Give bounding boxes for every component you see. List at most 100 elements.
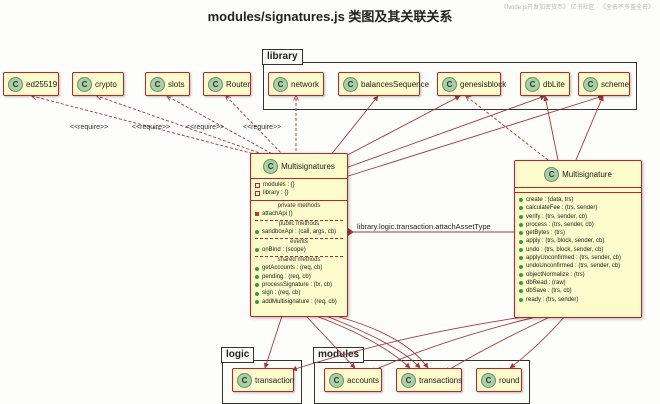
public-marker-icon [519, 198, 523, 203]
package-logic-tab: logic [221, 347, 255, 363]
class-transactions: C transactions [396, 368, 462, 392]
class-icon: C [525, 76, 540, 92]
section-divider: events [255, 238, 343, 246]
field-marker-icon [255, 190, 260, 196]
method-row: process : (trs, sender, cb) [519, 221, 637, 229]
public-marker-icon [519, 231, 523, 236]
class-round: C round [476, 368, 522, 392]
method-row: ready : (trs, sender) [519, 296, 637, 304]
class-router: C Router [203, 72, 251, 96]
diagram-title: modules/signatures.js 类图及其关联关系 [207, 9, 453, 24]
class-genesisblock: C genesisblock [437, 72, 506, 96]
class-icon: C [583, 76, 598, 92]
public-marker-icon [519, 297, 523, 302]
section-divider: public methods [255, 219, 343, 228]
edge-to-accounts [305, 315, 356, 369]
class-name: dbLite [543, 79, 565, 89]
class-multisignature: C Multisignature create : (data, trs) ca… [514, 160, 642, 318]
association-label: library.logic.transaction.attachAssetTyp… [357, 222, 491, 231]
class-multisignatures: C Multisignatures modules : {} library :… [250, 153, 348, 317]
method-row: undoUnconfirmed : (trs, sender, cb) [519, 262, 637, 270]
public-marker-icon [519, 264, 523, 269]
method-row: dbRead : (raw) [519, 279, 637, 287]
public-marker-icon [255, 248, 259, 253]
class-transaction: C transaction [232, 368, 294, 392]
field-row: library : {} [255, 189, 343, 197]
method-row: addMultisignature : (req, cb) [255, 298, 343, 306]
methods-section: create : (data, trs) calculateFee : (trs… [515, 193, 641, 306]
class-icon: C [401, 372, 416, 388]
edge-balancesSequence [329, 95, 379, 157]
class-name: Multisignatures [281, 161, 335, 171]
public-marker-icon [255, 291, 259, 296]
public-marker-icon [255, 266, 259, 271]
class-name: transaction [255, 375, 295, 385]
method-row: processSignature : (tx, cb) [255, 281, 343, 289]
class-icon: C [263, 158, 279, 174]
class-name: scheme [601, 79, 630, 89]
edge-genesisblock [337, 95, 461, 161]
edge-ms-to-accounts [369, 315, 541, 373]
class-crypto: C crypto [72, 72, 124, 96]
watermark: 《Node.js开发加密货币》 亿书社区 · 《全名不多盖全名》 [500, 5, 654, 11]
method-row: apply : (trs, block, sender, cb) [519, 237, 637, 245]
edge-require-slots [167, 96, 277, 157]
edge-dbLite-b [543, 95, 559, 161]
edge-to-transactions-c [335, 315, 429, 369]
class-icon: C [442, 76, 457, 92]
method-row: create : (data, trs) [519, 196, 637, 204]
package-modules-tab: modules [313, 347, 365, 363]
class-icon: C [273, 76, 288, 92]
public-marker-icon [255, 230, 259, 235]
section-divider: private methods [277, 202, 321, 209]
class-name: ed25519 [26, 79, 58, 89]
class-name: accounts [347, 375, 380, 385]
method-row: onBind : (scope) [255, 246, 343, 254]
require-label: <<require>> [70, 124, 109, 131]
class-name: round [499, 375, 520, 385]
method-row: undo : (trs, block, sender, cb) [519, 246, 637, 254]
class-dbLite: C dbLite [520, 72, 570, 96]
fields-section: modules : {} library : {} [251, 179, 347, 201]
method-row: objectNormalize : (trs) [519, 271, 637, 279]
method-row: getBytes : (trs) [519, 229, 637, 237]
field-row: modules : {} [255, 181, 343, 189]
public-marker-icon [519, 214, 523, 219]
section-divider: shared methods [255, 256, 343, 264]
class-icon: C [343, 76, 358, 92]
class-name: crypto [95, 79, 117, 89]
class-icon: C [208, 76, 223, 92]
public-marker-icon [255, 299, 259, 304]
class-name: Router [226, 79, 251, 89]
class-icon: C [329, 372, 344, 388]
class-name: transactions [419, 375, 463, 385]
method-row: pending : (req, cb) [255, 273, 343, 281]
class-balancesSequence: C balancesSequence [338, 72, 429, 96]
class-name: slots [168, 79, 185, 89]
edge-scheme-a [341, 94, 604, 179]
method-row: dbSave : (trs, cb) [519, 287, 637, 295]
public-marker-icon [255, 283, 259, 288]
method-row: applyUnconfirmed : (trs, sender, cb) [519, 254, 637, 262]
edge-require-crypto [97, 96, 269, 157]
empty-fields-section [515, 188, 641, 193]
public-marker-icon [519, 272, 523, 277]
class-network: C network [268, 72, 324, 96]
require-label: <<require>> [132, 124, 171, 131]
edge-ms-to-round [509, 315, 566, 369]
class-icon: C [544, 166, 560, 182]
class-icon: C [77, 76, 92, 92]
edge-require-router [226, 96, 285, 157]
class-name: balancesSequence [361, 79, 430, 89]
require-label: <<require>> [243, 124, 282, 131]
public-marker-icon [519, 206, 523, 211]
edge-ms-to-transaction [291, 315, 531, 372]
class-accounts: C accounts [324, 368, 382, 392]
class-slots: C slots [145, 72, 190, 96]
edge-ms-to-transactions [444, 315, 553, 373]
public-marker-icon [519, 289, 523, 294]
method-row: verify : (trs, sender, cb) [519, 213, 637, 221]
method-row: getAccounts : (req, cb) [255, 264, 343, 272]
public-marker-icon [519, 281, 523, 286]
